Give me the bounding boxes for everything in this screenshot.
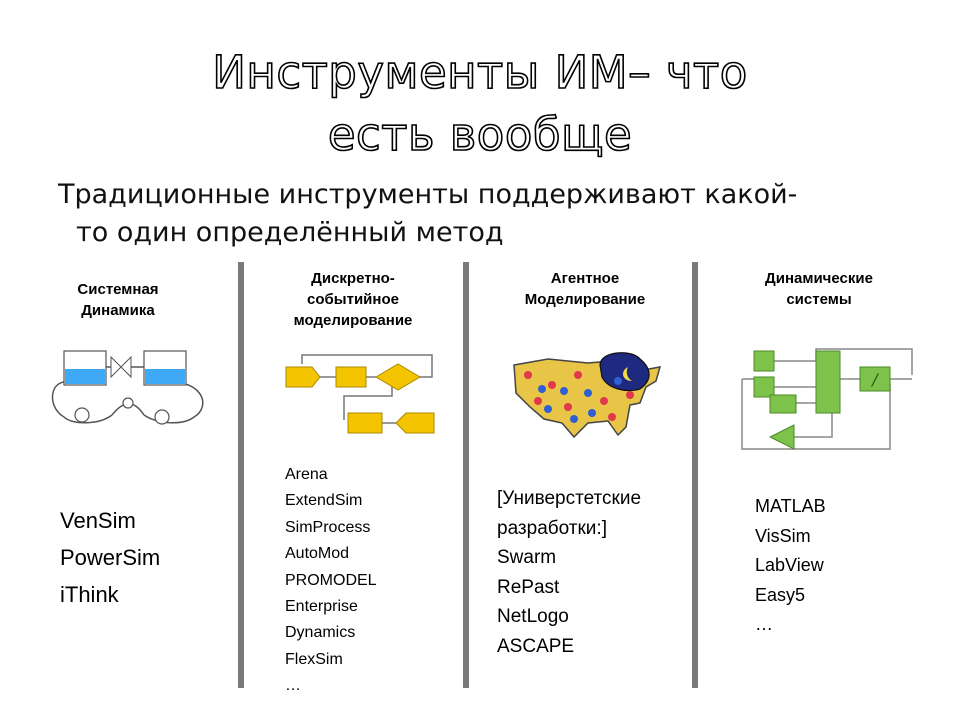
list-item: Easy5 [755,584,806,605]
list-item: FlexSim [285,650,343,668]
list-item: VisSim [755,525,811,546]
heading-system-dynamics: Системная Динамика [77,281,159,319]
slide-title: Инструменты ИМ– что есть вообще [0,42,960,166]
list-item: PowerSim [60,545,161,570]
list-item: SimProcess [285,518,371,536]
list-item: VenSim [60,508,136,533]
tools-list-system-dynamics: VenSim PowerSim iThink [60,502,160,613]
list-item: RePast [497,576,560,598]
list-item: LabView [755,555,824,575]
list-item: PROMODEL [285,571,377,589]
agent-map-icon [513,352,662,439]
stock-flow-diagram-icon [51,350,204,425]
svg-text:/: / [870,370,879,389]
list-item: ASCAPE [497,635,575,657]
list-item: … [755,614,773,634]
list-item: ExtendSim [285,492,363,510]
list-item: iThink [60,582,119,607]
heading-discrete-event: Дискретно- событийное моделирование [293,270,413,329]
list-item: разработки:] [497,517,607,539]
column-separator [463,262,469,688]
tools-list-dynamic-systems: MATLAB VisSim LabView Easy5 … [755,492,826,640]
slide-title-line-1: Инструменты ИМ– что [211,45,748,100]
list-item: Arena [285,466,328,483]
tools-list-discrete-event: Arena ExtendSim SimProcess AutoMod PROMO… [285,462,377,700]
list-item: … [285,677,301,695]
column-separator [692,262,698,688]
list-item: Enterprise [285,598,358,616]
column-separator [238,262,244,688]
list-item: [Универстетские [497,488,642,509]
list-item: MATLAB [755,496,826,516]
tools-list-agent-based: [Универстетские разработки:] Swarm RePas… [497,484,641,661]
list-item: AutoMod [285,545,350,563]
block-diagram-icon: / [741,348,913,450]
list-item: NetLogo [497,606,569,627]
heading-agent-based: Агентное Моделирование [524,270,646,308]
slide-subtitle: Традиционные инструменты поддерживают ка… [58,176,918,252]
list-item: Dynamics [285,624,356,642]
list-item: Swarm [497,547,557,568]
heading-dynamic-systems: Динамические системы [765,270,873,308]
subtitle-line-1: Традиционные инструменты поддерживают ка… [58,179,798,210]
process-flowchart-icon [285,354,435,434]
slide-title-line-2: есть вообще [327,107,633,162]
subtitle-line-2: то один определённый метод [76,217,504,248]
